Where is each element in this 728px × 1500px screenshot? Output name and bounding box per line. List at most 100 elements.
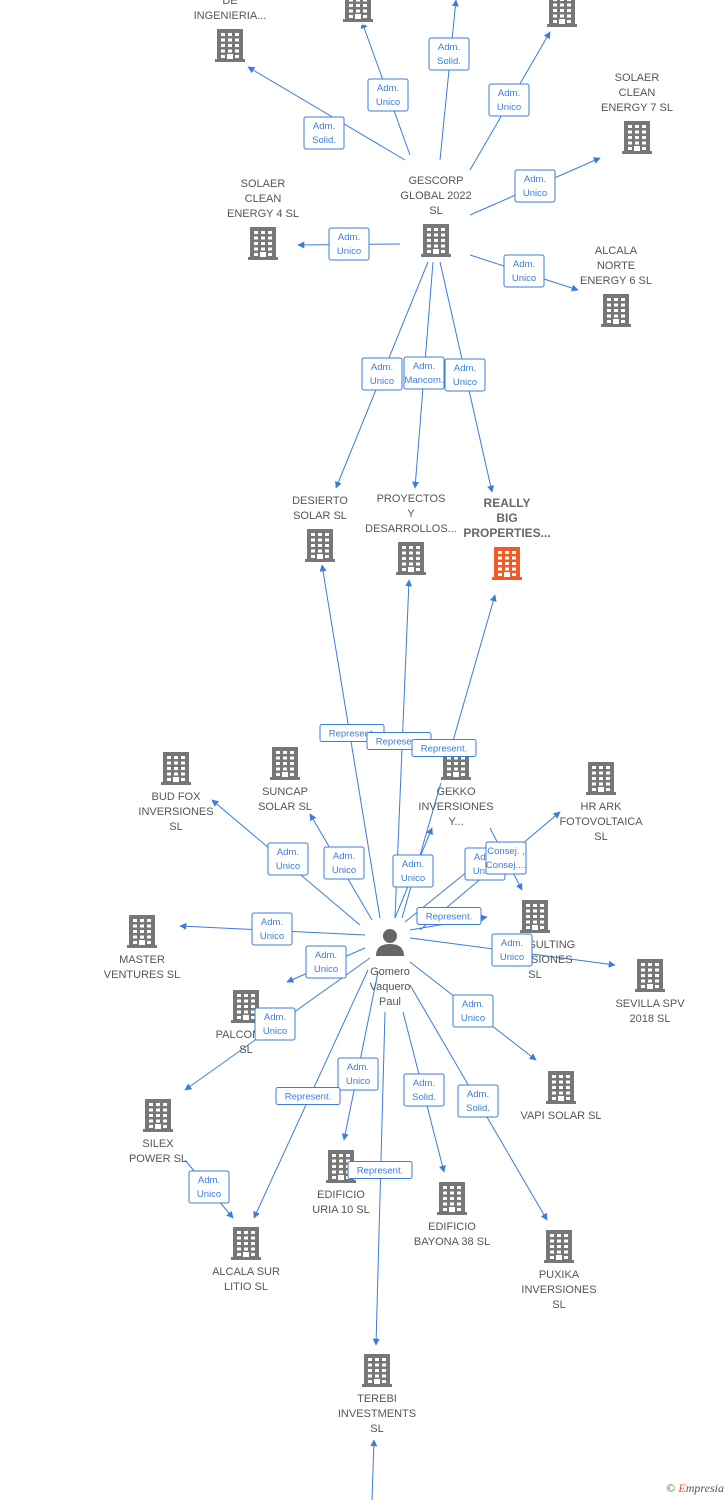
relation-label[interactable]: Adm. Unico — [491, 933, 533, 967]
node-label: BAYONA 38 SL — [414, 1236, 490, 1248]
building-icon — [231, 1227, 261, 1260]
relation-label[interactable]: Adm.Unico — [444, 358, 486, 392]
node-label: INVERSIONES — [521, 1284, 596, 1296]
relation-label[interactable]: Adm.Unico — [254, 1007, 296, 1041]
relation-label[interactable]: Adm.Solid. — [403, 1073, 445, 1107]
node-label: DESIERTO — [292, 495, 348, 507]
relation-label-text: Adm. — [467, 1089, 489, 1100]
company-node[interactable] — [546, 0, 578, 30]
node-label: DE — [222, 0, 237, 7]
relation-label-text: Adm. — [371, 362, 393, 373]
node-label: GLOBAL 2022 — [400, 190, 471, 202]
building-icon — [215, 29, 245, 62]
relation-label-text: Adm. — [313, 121, 335, 132]
relation-label[interactable]: Adm.Unico — [251, 912, 293, 946]
company-node[interactable]: GEKKOINVERSIONESY... — [418, 745, 494, 828]
node-label: GESCORP — [408, 175, 463, 187]
relation-label[interactable]: Adm.Solid. — [457, 1084, 499, 1118]
relation-label-text: Unico — [276, 861, 300, 872]
relation-label-text: Adm. — [524, 174, 546, 185]
node-label: ALCALA — [595, 245, 638, 257]
relation-label-text: Adm. — [462, 999, 484, 1010]
relation-label-text: Represent. — [376, 737, 422, 748]
relation-label-text: Consej. , — [487, 846, 525, 857]
building-icon — [248, 227, 278, 260]
relation-label[interactable]: Represent. — [411, 739, 477, 757]
relation-label-text: Adm. — [338, 232, 360, 243]
node-label: 2018 SL — [630, 1013, 671, 1025]
relation-label[interactable]: Adm.Unico — [361, 357, 403, 391]
building-icon — [437, 1182, 467, 1215]
company-node[interactable]: REALLYBIGPROPERTIES... — [463, 496, 551, 583]
building-icon — [520, 900, 550, 933]
relation-label-text: Unico — [473, 866, 497, 877]
relation-label-text: Unico — [523, 188, 547, 199]
relation-label[interactable]: Adm.Unico — [328, 227, 370, 261]
node-label: URIA 10 SL — [312, 1204, 369, 1216]
relation-label-text: Unico — [314, 964, 338, 975]
relation-label-text: Unico — [346, 1076, 370, 1087]
relation-label[interactable]: Adm.Solid. — [428, 37, 470, 71]
relation-label-text: Adm. — [498, 88, 520, 99]
node-label: ENERGY 6 SL — [580, 275, 652, 287]
building-icon — [586, 762, 616, 795]
relation-label[interactable]: Adm.Unico — [305, 945, 347, 979]
node-label: SL — [429, 205, 442, 217]
company-node[interactable]: DEINGENIERIA... — [194, 0, 267, 65]
relation-label[interactable]: Adm.Unico — [267, 842, 309, 876]
relation-label[interactable]: Adm.Unico — [323, 846, 365, 880]
building-icon — [622, 121, 652, 154]
relation-label[interactable]: Adm.Solid. — [303, 116, 345, 150]
relation-label[interactable]: Consej. ,Consej.... — [485, 841, 527, 875]
relation-label[interactable]: Adm. Unico — [514, 169, 556, 203]
building-icon — [343, 0, 373, 22]
node-label: Y... — [448, 816, 463, 828]
building-icon — [396, 542, 426, 575]
relation-label[interactable]: Adm.Unico — [337, 1057, 379, 1091]
relation-label[interactable]: Adm.Unico — [452, 994, 494, 1028]
relation-label[interactable]: Adm.Mancom. — [403, 356, 445, 390]
node-label: FOTOVOLTAICA — [559, 816, 643, 828]
relation-label[interactable]: Represent. — [416, 907, 482, 925]
node-label: Paul — [379, 996, 401, 1008]
relation-label-text: Unico — [500, 952, 524, 963]
relation-label-text: Adm. — [261, 917, 283, 928]
relation-label-text: Adm. — [501, 938, 523, 949]
company-node[interactable] — [342, 0, 374, 25]
node-label: ENERGY 4 SL — [227, 208, 299, 220]
node-label: VENTURES SL — [104, 969, 180, 981]
copyright-symbol: © — [666, 1481, 676, 1495]
relation-label[interactable]: Adm.Unico — [503, 254, 545, 288]
node-label: REALLY — [484, 496, 531, 510]
relation-label[interactable]: Adm.Unico — [367, 78, 409, 112]
building-icon — [421, 224, 451, 257]
company-node[interactable]: VAPI SOLAR SL — [520, 1069, 602, 1122]
relation-label-text: Adm. — [402, 859, 424, 870]
relation-label-text: Adm. — [438, 42, 460, 53]
relation-label[interactable]: Adm.Unico — [488, 83, 530, 117]
node-label: LITIO SL — [224, 1281, 268, 1293]
company-node[interactable]: PROYECTOSYDESARROLLOS... — [365, 493, 457, 578]
relation-label[interactable]: Represent. — [347, 1161, 413, 1179]
relation-label[interactable]: Adm.Unico — [392, 854, 434, 888]
relation-label[interactable]: Adm.Unico — [188, 1170, 230, 1204]
relation-label[interactable]: Represent. — [275, 1087, 341, 1105]
